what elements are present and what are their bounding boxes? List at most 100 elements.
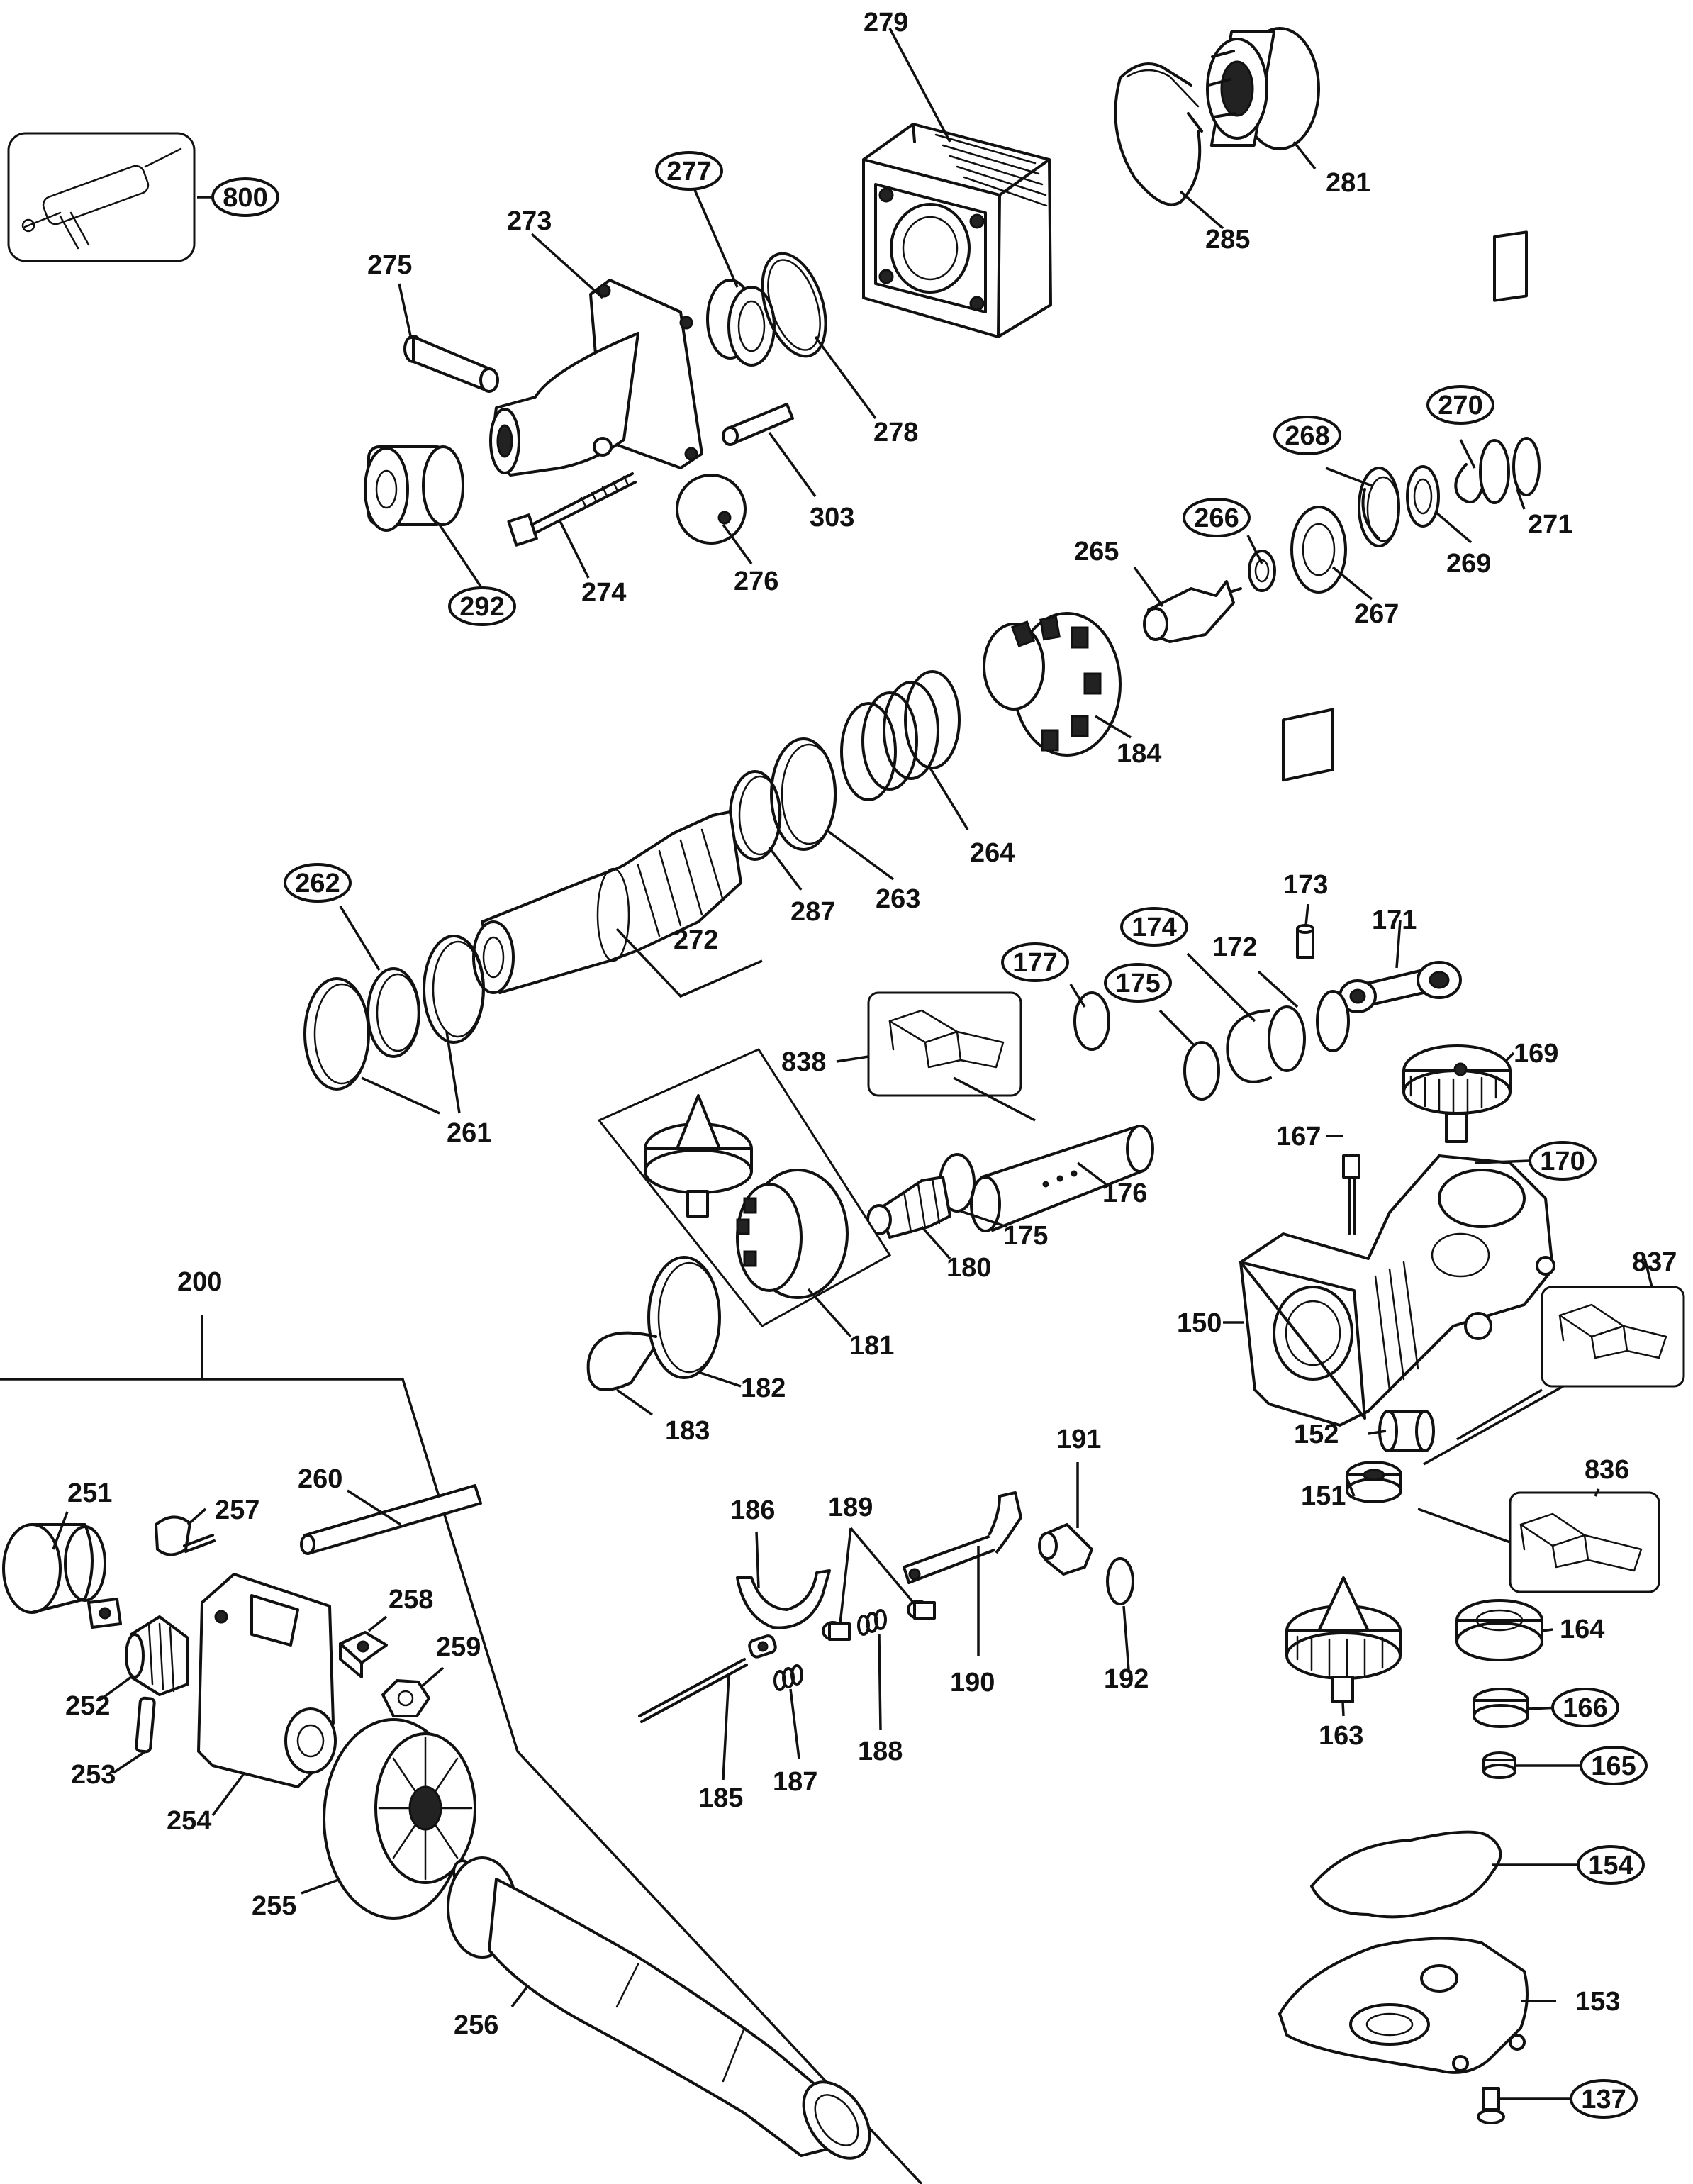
label-169: 169 [1514,1039,1558,1069]
label-269: 269 [1446,549,1491,579]
label-251: 251 [67,1478,112,1508]
part-192-ring [1106,1557,1134,1605]
label-285: 285 [1205,225,1250,255]
label-272: 272 [674,925,718,955]
part-186-fork [736,1569,831,1659]
label-181: 181 [849,1331,894,1361]
part-190-lever [903,1491,1022,1584]
oval-277 [655,151,723,191]
oval-266 [1183,498,1251,537]
part-270-circlip [1454,463,1483,503]
part-182-ring [647,1256,721,1379]
label-292: 292 [459,592,504,622]
part-279-cylinder [862,123,1052,338]
part-254-handle-base [197,1573,337,1788]
label-303: 303 [810,503,854,533]
part-259-nut [381,1679,430,1717]
part-268-spring-washer [1358,467,1400,547]
part-261-ring-b [423,935,485,1044]
part-278-o-ring [761,252,827,358]
label-271: 271 [1528,510,1572,540]
part-180-striker [866,1176,951,1239]
part-169-gear [1402,1044,1512,1143]
label-167: 167 [1276,1122,1321,1152]
label-175-lower: 175 [1003,1221,1048,1251]
part-261-ring-a [303,977,370,1091]
part-272-spindle [472,810,742,994]
part-172-piston [1268,708,1350,1072]
part-292-buffer [364,445,464,532]
label-189: 189 [828,1493,873,1522]
part-150-gear-housing [1239,1154,1555,1427]
label-165: 165 [1591,1751,1636,1781]
label-253: 253 [71,1760,116,1790]
label-184: 184 [1117,739,1161,769]
grease-inset-836 [1509,1491,1660,1593]
label-837: 837 [1632,1247,1677,1277]
label-261: 261 [447,1118,491,1148]
label-170: 170 [1540,1147,1585,1176]
label-171: 171 [1372,906,1417,935]
part-188-spring [857,1609,887,1636]
label-278: 278 [873,418,918,447]
label-263: 263 [876,884,920,914]
part-185-rod [638,1658,748,1723]
part-251-clamp [2,1523,122,1629]
part-262-ring [367,967,420,1058]
label-266: 266 [1194,503,1239,533]
label-275: 275 [367,250,412,280]
label-800: 800 [223,183,267,213]
part-164-gear-ring [1455,1599,1543,1661]
label-190: 190 [950,1668,995,1698]
label-188: 188 [858,1737,903,1766]
label-172: 172 [1212,932,1257,962]
part-163-gear [1285,1576,1402,1703]
label-175-upper: 175 [1115,969,1160,998]
part-271-nut [1479,230,1541,504]
part-255-grip-disc [323,1718,476,1920]
label-163: 163 [1319,1721,1363,1751]
oval-154 [1577,1845,1645,1885]
part-176-sleeve [970,1125,1154,1232]
label-254: 254 [167,1806,211,1836]
part-258-square-nut [339,1631,388,1678]
part-274-bolt [507,472,637,547]
part-166-ring [1473,1688,1529,1728]
part-183-ring [586,1331,657,1391]
label-187: 187 [773,1767,817,1797]
label-176: 176 [1102,1179,1147,1208]
oval-137 [1570,2079,1638,2119]
label-260: 260 [298,1464,342,1494]
label-279: 279 [864,8,908,38]
label-838: 838 [781,1047,826,1077]
part-252-threaded-sleeve [125,1615,189,1696]
part-265-shaft [1143,580,1242,643]
label-276: 276 [734,567,778,596]
oval-800 [211,177,279,217]
label-200: 200 [177,1267,222,1297]
part-189-pin-pair [822,1600,936,1641]
part-174-ring [1226,1009,1272,1083]
label-154: 154 [1588,1851,1633,1881]
part-266-washer [1248,550,1276,592]
oval-292 [448,586,516,626]
part-187-spring [773,1664,803,1691]
label-192: 192 [1104,1664,1149,1694]
part-253-pin [135,1696,156,1754]
label-273: 273 [507,206,552,236]
part-273-flange-housing [489,279,703,477]
label-265: 265 [1074,537,1119,567]
label-259: 259 [436,1632,481,1662]
grease-inset-837 [1541,1286,1685,1388]
part-303-pin [722,403,794,446]
label-152: 152 [1294,1420,1339,1449]
part-285-clip [1114,62,1203,206]
part-277-seal [706,279,776,367]
part-276-ball [676,474,747,545]
label-186: 186 [730,1495,775,1525]
part-152-needle-bearing [1378,1410,1435,1452]
part-137-screw [1477,2087,1505,2124]
label-268: 268 [1285,421,1329,451]
part-167-screw [1342,1154,1360,1235]
